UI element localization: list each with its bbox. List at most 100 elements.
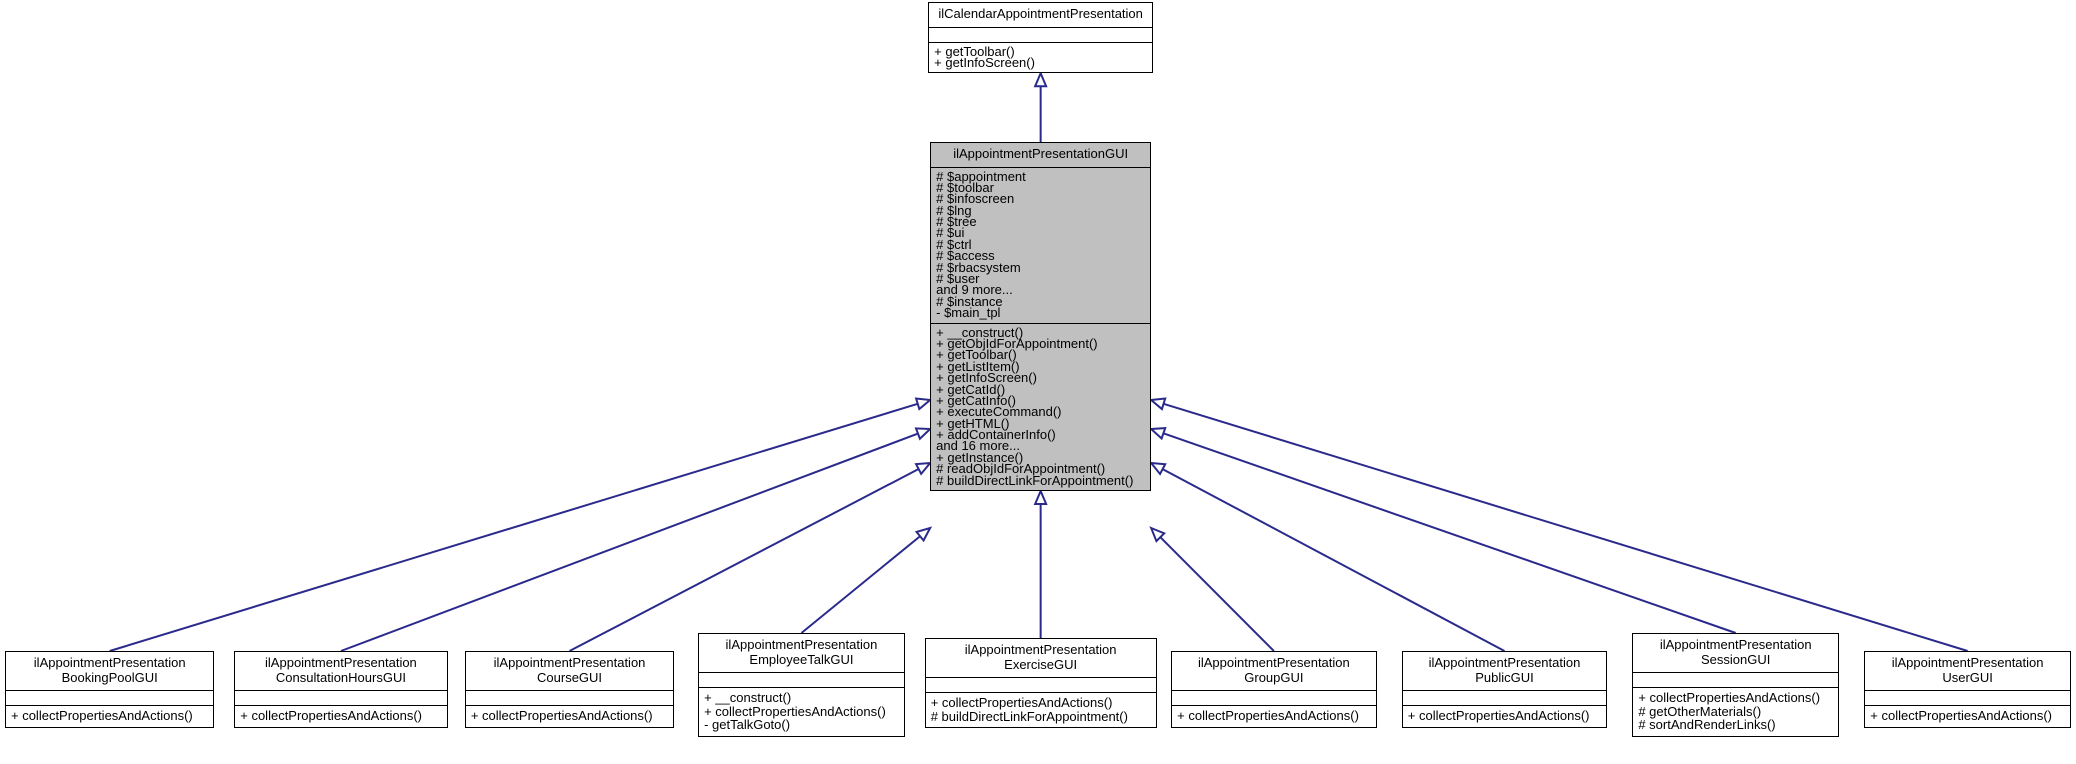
operation-item: + getToolbar() [936,347,1017,363]
operation-more-indicator: and 16 more... [936,438,1020,454]
attribute-more-indicator: and 9 more... [936,282,1013,298]
edge-appointmentpresentationconsultationhoursgui-to-main [340,427,933,652]
operation-item: + collectPropertiesAndActions() [704,703,886,719]
node-operations-compartment: + collectPropertiesAndActions() [6,706,213,727]
operation-item: # getOtherMaterials() [1638,703,1762,719]
node-attributes-compartment [1403,691,1606,705]
attribute-item: - $main_tpl [936,305,1001,321]
node-divider [1633,672,1839,673]
node-ilappointmentpresentationpublicgui[interactable]: ilAppointmentPresentation PublicGUI + co… [1401,651,1608,728]
node-divider [465,705,674,706]
node-ilappointmentpresentationexercisegui[interactable]: ilAppointmentPresentation ExerciseGUI + … [924,638,1157,728]
node-divider [1172,690,1376,691]
operation-item: - getTalkGoto() [704,717,791,732]
node-attributes-compartment [1865,691,2070,705]
node-title: ilAppointmentPresentation GroupGUI [1197,655,1350,685]
edge-main-to-interface [1033,70,1048,142]
node-ilappointmentpresentationcoursegui[interactable]: ilAppointmentPresentation CourseGUI + co… [464,651,675,728]
operation-item: + addContainerInfo() [936,427,1056,443]
operation-item: + collectPropertiesAndActions() [1870,708,2052,723]
node-operations-compartment: + collectPropertiesAndActions() # buildD… [926,693,1156,727]
attribute-item: # $lng [936,202,972,218]
node-ilappointmentpresentationbookingpoolgui[interactable]: ilAppointmentPresentation BookingPoolGUI… [5,651,215,728]
node-attributes-compartment [1633,673,1838,687]
node-attributes-compartment [466,691,673,705]
node-title: ilAppointmentPresentation ExerciseGUI [964,642,1117,672]
node-divider [1865,705,2070,706]
attribute-item: # $tree [936,214,977,230]
node-divider [1172,705,1376,706]
node-divider [931,166,1151,168]
node-operations-compartment: + __construct() + getObjIdForAppointment… [931,324,1150,490]
node-title: ilAppointmentPresentation BookingPoolGUI [33,655,186,685]
attribute-item: # $ui [936,225,965,241]
node-operations-compartment: + collectPropertiesAndActions() [1403,706,1606,727]
edge-appointmentpresentationcoursegui-to-main [569,461,933,652]
operation-item: + getHTML() [936,415,1010,431]
node-divider [1865,690,2070,691]
edge-appointmentpresentationpublicgui-to-main [1148,461,1505,652]
edge-appointmentpresentationgroupgui-to-main [1149,526,1275,652]
node-divider [929,26,1153,28]
edge-appointmentpresentationusergui-to-main [1148,397,1968,652]
edge-appointmentpresentationsessiongui-to-main [1148,426,1737,634]
node-divider [465,690,674,691]
edge-appointmentpresentationbookingpoolgui-to-main [109,397,933,652]
node-title: ilAppointmentPresentation SessionGUI [1659,637,1812,667]
node-operations-compartment: + collectPropertiesAndActions() [1172,706,1375,727]
operation-item: # sortAndRenderLinks() [1638,717,1776,732]
attribute-item: # $user [936,271,980,287]
operation-item: # buildDirectLinkForAppointment() [936,472,1134,488]
node-divider [699,687,904,688]
operation-item: + getCatId() [936,381,1006,397]
node-divider [235,690,447,691]
edge-exercise-to-main [1033,488,1048,638]
node-divider [929,41,1153,43]
operation-item: + collectPropertiesAndActions() [240,708,422,723]
node-operations-compartment: + collectPropertiesAndActions() [235,706,446,727]
attribute-item: # $toolbar [936,179,994,195]
node-divider [925,692,1156,693]
operation-item: + getInfoScreen() [936,370,1037,386]
node-operations-compartment: + collectPropertiesAndActions() [1865,706,2070,727]
node-divider [235,705,447,706]
node-title: ilAppointmentPresentation ConsultationHo… [265,655,417,685]
node-attributes-compartment [235,691,446,705]
node-divider [1402,690,1607,691]
operation-item: + collectPropertiesAndActions() [930,695,1113,710]
edge-appointmentpresentationemployeetalkgui-to-main [800,526,933,634]
node-divider [6,690,214,691]
node-ilappointmentpresentationgui[interactable]: ilAppointmentPresentationGUI # $appointm… [930,142,1152,492]
node-attributes-compartment [929,28,1152,42]
attribute-item: # $instance [936,293,1003,309]
node-operations-compartment: + collectPropertiesAndActions() # getOth… [1633,688,1838,736]
node-ilappointmentpresentationconsultationhoursgui[interactable]: ilAppointmentPresentation ConsultationHo… [234,651,448,728]
node-ilcalendarappointmentpresentation[interactable]: ilCalendarAppointmentPresentation + getT… [928,2,1154,74]
node-divider [6,705,214,706]
node-operations-compartment: + __construct() + collectPropertiesAndAc… [699,688,904,736]
node-ilappointmentpresentationgroupgui[interactable]: ilAppointmentPresentation GroupGUI + col… [1171,651,1377,728]
attribute-item: # $ctrl [936,236,972,252]
attribute-item: # $appointment [936,168,1026,184]
node-divider [925,677,1156,678]
operation-item: + getListItem() [936,358,1020,374]
node-divider [931,322,1151,324]
operation-item: + getCatInfo() [936,392,1016,408]
operation-item: + collectPropertiesAndActions() [1177,708,1359,723]
node-ilappointmentpresentationsessiongui[interactable]: ilAppointmentPresentation SessionGUI + c… [1632,633,1840,737]
node-ilappointmentpresentationusergui[interactable]: ilAppointmentPresentation UserGUI + coll… [1864,651,2071,728]
node-title: ilAppointmentPresentation CourseGUI [493,655,646,685]
attribute-item: # $access [936,248,995,264]
operation-item: + collectPropertiesAndActions() [11,708,193,723]
node-attributes-compartment [6,691,213,705]
node-operations-compartment: + getToolbar() + getInfoScreen() [929,43,1152,73]
node-attributes-compartment [926,678,1156,692]
operation-item: + collectPropertiesAndActions() [470,708,653,723]
node-title: ilCalendarAppointmentPresentation [938,6,1143,21]
operation-item: + getInstance() [936,449,1024,465]
node-operations-compartment: + collectPropertiesAndActions() [466,706,673,727]
node-attributes-compartment [699,673,904,687]
node-ilappointmentpresentationemployeetalkgui[interactable]: ilAppointmentPresentation EmployeeTalkGU… [698,633,905,737]
operation-item: # buildDirectLinkForAppointment() [930,708,1128,724]
